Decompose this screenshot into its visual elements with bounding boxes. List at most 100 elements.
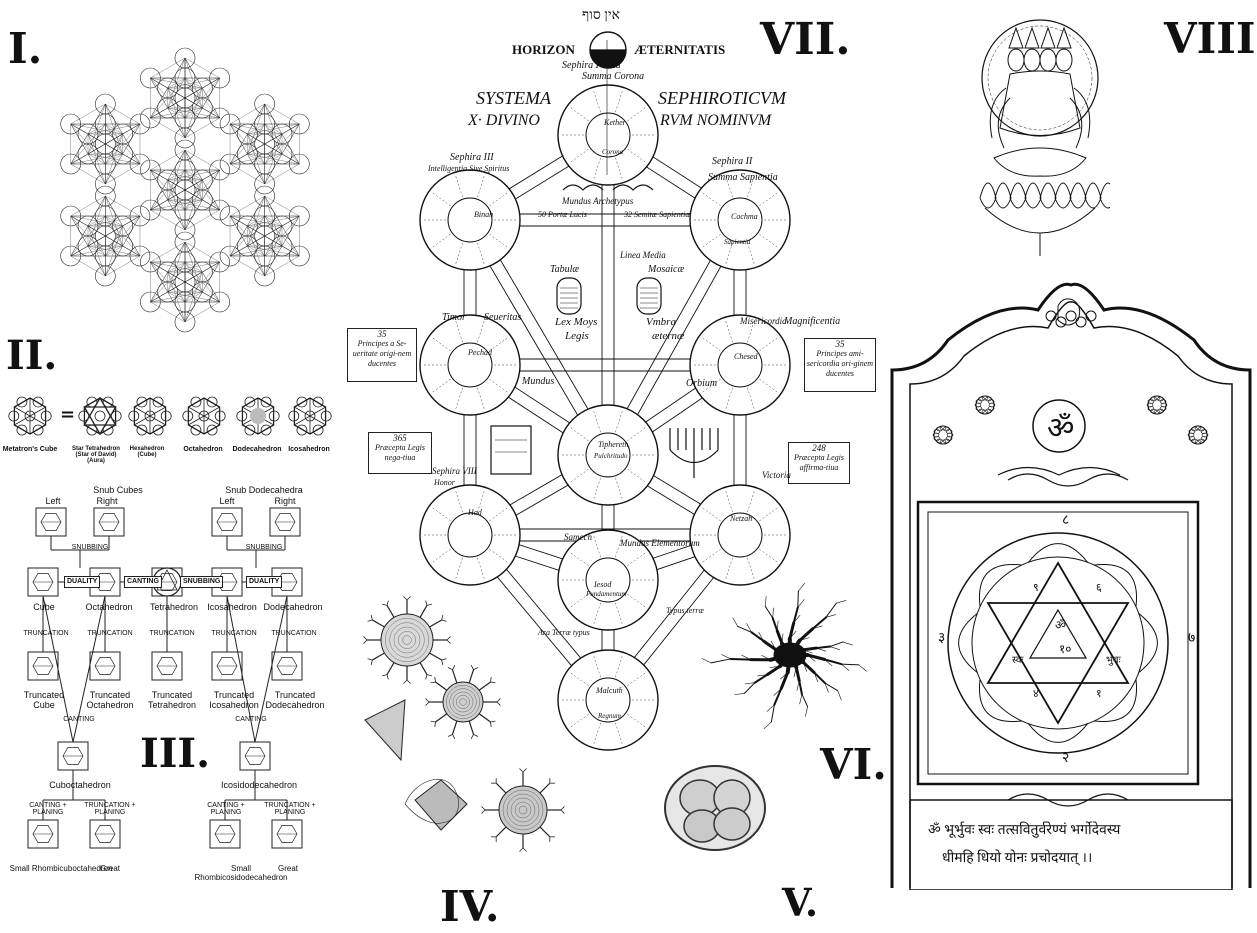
pulchritudo-label: Pulchritudo [594, 452, 627, 460]
box-principes-severitate: 35 Principes a Se-ueritate origi-nem duc… [347, 328, 417, 382]
label-truncated-dodecahedron: Truncated Dodecahedron [262, 690, 328, 710]
semitae-text: 32 Semitæ Sapientiæ [624, 210, 691, 219]
panel-label-viii: VIII. [1164, 14, 1257, 63]
timor-text: Timor [442, 312, 466, 323]
label-icosahedron-3: Icosahedron [204, 602, 260, 612]
netzah-label: Netzah [730, 514, 752, 523]
snubbing-label-1: SNUBBING [60, 544, 120, 551]
panel-label-vi: VI. [820, 740, 887, 789]
mosaicae-text: Mosaicæ [648, 264, 684, 275]
label-dodecahedron-3: Dodecahedron [262, 602, 324, 612]
duality-tag-1: DUALITY [64, 576, 100, 588]
label-octahedron-3: Octahedron [84, 602, 134, 612]
linea-media-text: Linea Media [620, 250, 666, 260]
aeternae-text: æternæ [652, 330, 684, 342]
intelligentia-text: Intelligentia Sive Spiritus [428, 164, 509, 173]
canting-tag: CANTING [124, 576, 162, 588]
mundus-elementorum-text: Mundus Elementorum [620, 538, 700, 548]
label-truncated-octahedron: Truncated Octahedron [80, 690, 140, 710]
label-metatrons-cube: Metatron's Cube [0, 446, 60, 453]
truncation-label-3: TRUNCATION [144, 630, 200, 637]
label-star-tetrahedron: Star Tetrahedron (Star of David) (Aura) [68, 446, 124, 464]
neuron-image [700, 580, 880, 730]
misericordia-text: Misericordia [740, 316, 787, 326]
malcuth-label: Malcuth [596, 686, 623, 695]
orbium-text: Orbium [686, 378, 717, 389]
equals-sign: = [60, 404, 75, 425]
sephira-ii-text: Sephira II [712, 156, 752, 167]
box-praecepta-negativa: 365 Præcepta Legis nega-tiua [368, 432, 432, 474]
horizon-text: HORIZON [512, 42, 575, 58]
label-truncated-tetrahedron: Truncated Tetrahedron [142, 690, 202, 710]
canting-label-1: CANTING [54, 716, 104, 723]
label-truncated-icosahedron: Truncated Icosahedron [202, 690, 266, 710]
gayatri-mantra-line-2: धीमहि धियो योनः प्रचोदयात् ।। [942, 848, 1202, 867]
label-octahedron: Octahedron [178, 446, 228, 453]
brahma-deity-drawing [970, 8, 1110, 258]
panel-label-iv: IV. [440, 882, 500, 931]
label-cube: Cube [24, 602, 64, 612]
metatron-fractal-figure [40, 30, 330, 350]
regnum-label: Regnum [598, 712, 621, 720]
right-label-2: Right [270, 496, 300, 506]
umbra-text: Vmbra [646, 316, 676, 328]
panel-label-i: I. [8, 24, 42, 73]
lex-moys-text: Lex Moys [555, 316, 597, 328]
samech-text: Samech [564, 532, 592, 542]
yantra-num-right: ७ [1188, 628, 1195, 647]
truncation-planing-1: TRUNCATION + PLANING [82, 802, 138, 816]
box-praecepta-affirmativa: 248 Præcepta Legis affirma-tiua [788, 442, 850, 484]
label-truncated-cube: Truncated Cube [14, 690, 74, 710]
systema-text: SYSTEMA [476, 88, 551, 109]
gayatri-yantra-shrine [888, 280, 1254, 890]
left-label-1: Left [38, 496, 68, 506]
sephira-viii-text: Sephira VIII [432, 466, 477, 476]
tabulae-text: Tabulæ [550, 264, 579, 275]
iesod-label: Iesod [594, 580, 611, 589]
yantra-bhuvah: भुवः [1106, 652, 1121, 666]
yantra-center-num: १० [1059, 640, 1071, 657]
sapientia-label: Sapientia [724, 238, 750, 246]
magnificentia-text: Magnificentia [784, 316, 840, 327]
label-hexahedron: Hexahedron (Cube) [124, 446, 170, 458]
snubbing-label-2: SNUBBING [234, 544, 294, 551]
snubbing-tag: SNUBBING [180, 576, 223, 588]
label-dodecahedron: Dodecahedron [230, 446, 284, 453]
cell-division-image [660, 760, 770, 860]
sephiroticum-text: SEPHIROTICVM [658, 88, 786, 109]
gayatri-mantra-line-1: ॐ भूर्भुवः स्वः तत्सवितुर्वरेण्यं भर्गोद… [928, 820, 1228, 839]
pechad-label: Pechad [468, 348, 492, 357]
panel-label-v: V. [782, 880, 818, 925]
label-great-2: Great [268, 864, 308, 873]
panel-label-ii: II. [6, 332, 57, 379]
tiphereth-label: Tiphereth [598, 440, 628, 449]
canting-planing-2: CANTING + PLANING [198, 802, 254, 816]
aeternitatis-text: ÆTERNITATIS [634, 42, 725, 58]
x-divino-text: X· DIVINO [468, 112, 540, 130]
hod-label: Hod [468, 508, 482, 517]
title-snub-cubes: Snub Cubes [78, 485, 158, 495]
sephira-iii-text: Sephira III [450, 152, 494, 163]
yantra-inner-num-b: ६ [1096, 580, 1102, 595]
label-tetrahedron: Tetrahedron [146, 602, 202, 612]
legis-text: Legis [565, 330, 589, 342]
rum-nominum-text: RVM NOMINVM [660, 112, 771, 130]
hebrew-ein-sof: אין סוף [582, 8, 620, 24]
label-icosidodecahedron: Icosidodecahedron [214, 780, 304, 790]
yantra-num-left: ३ [938, 628, 945, 647]
canting-planing-1: CANTING + PLANING [20, 802, 76, 816]
truncation-planing-2: TRUNCATION + PLANING [262, 802, 318, 816]
corona-label: Corona [602, 148, 623, 156]
yantra-num-top: ८ [1062, 510, 1069, 529]
om-symbol: ॐ [1047, 406, 1074, 447]
yantra-num-bottom: २ [1062, 748, 1069, 767]
kether-label: Kether [604, 118, 626, 127]
truncation-label-1: TRUNCATION [18, 630, 74, 637]
yantra-center-om: ॐ [1055, 616, 1066, 633]
canting-label-2: CANTING [226, 716, 276, 723]
truncation-label-2: TRUNCATION [82, 630, 138, 637]
mundus-text: Mundus [522, 376, 554, 387]
label-icosahedron: Icosahedron [282, 446, 336, 453]
binah-label: Binah [474, 210, 493, 219]
yantra-inner-num-d: १ [1096, 686, 1102, 701]
